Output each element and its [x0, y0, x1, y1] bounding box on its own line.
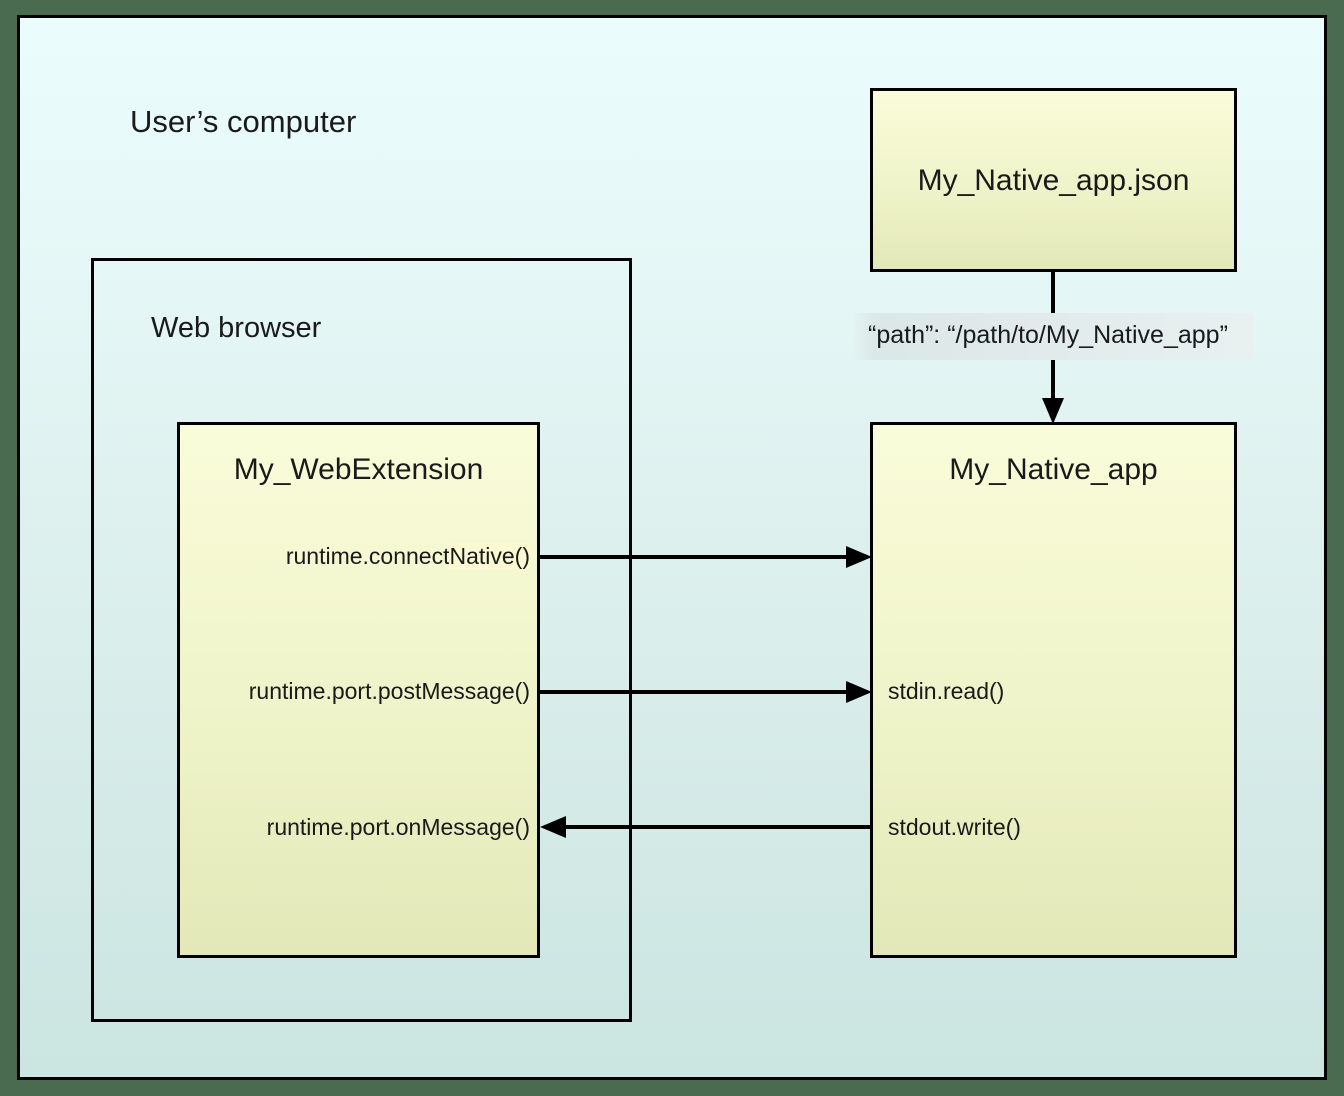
connect-native-label-highlight: Native() [449, 543, 530, 569]
my-webextension-title: My_WebExtension [233, 453, 484, 486]
connect-native-label-prefix: runtime.connect [285, 543, 450, 569]
manifest-path-label: “path”: “/path/to/My_Native_app” [868, 321, 1228, 349]
web-browser-box [91, 258, 632, 1022]
on-message-label: runtime.port.onMessage() [266, 814, 530, 840]
web-browser-label: Web browser [151, 312, 322, 344]
manifest-path-band [852, 313, 1253, 360]
connect-native-label: runtime.connectNative() [190, 543, 530, 569]
my-native-app-json-box [870, 88, 1237, 272]
users-computer-label: User’s computer [130, 104, 357, 139]
my-native-app-title: My_Native_app [949, 453, 1158, 486]
post-message-label: runtime.port.postMessage() [248, 678, 530, 704]
my-webextension-box [177, 422, 540, 958]
stdin-read-label: stdin.read() [888, 678, 1005, 704]
stdout-write-label: stdout.write() [888, 814, 1021, 840]
my-native-app-json-title: My_Native_app.json [917, 164, 1190, 197]
